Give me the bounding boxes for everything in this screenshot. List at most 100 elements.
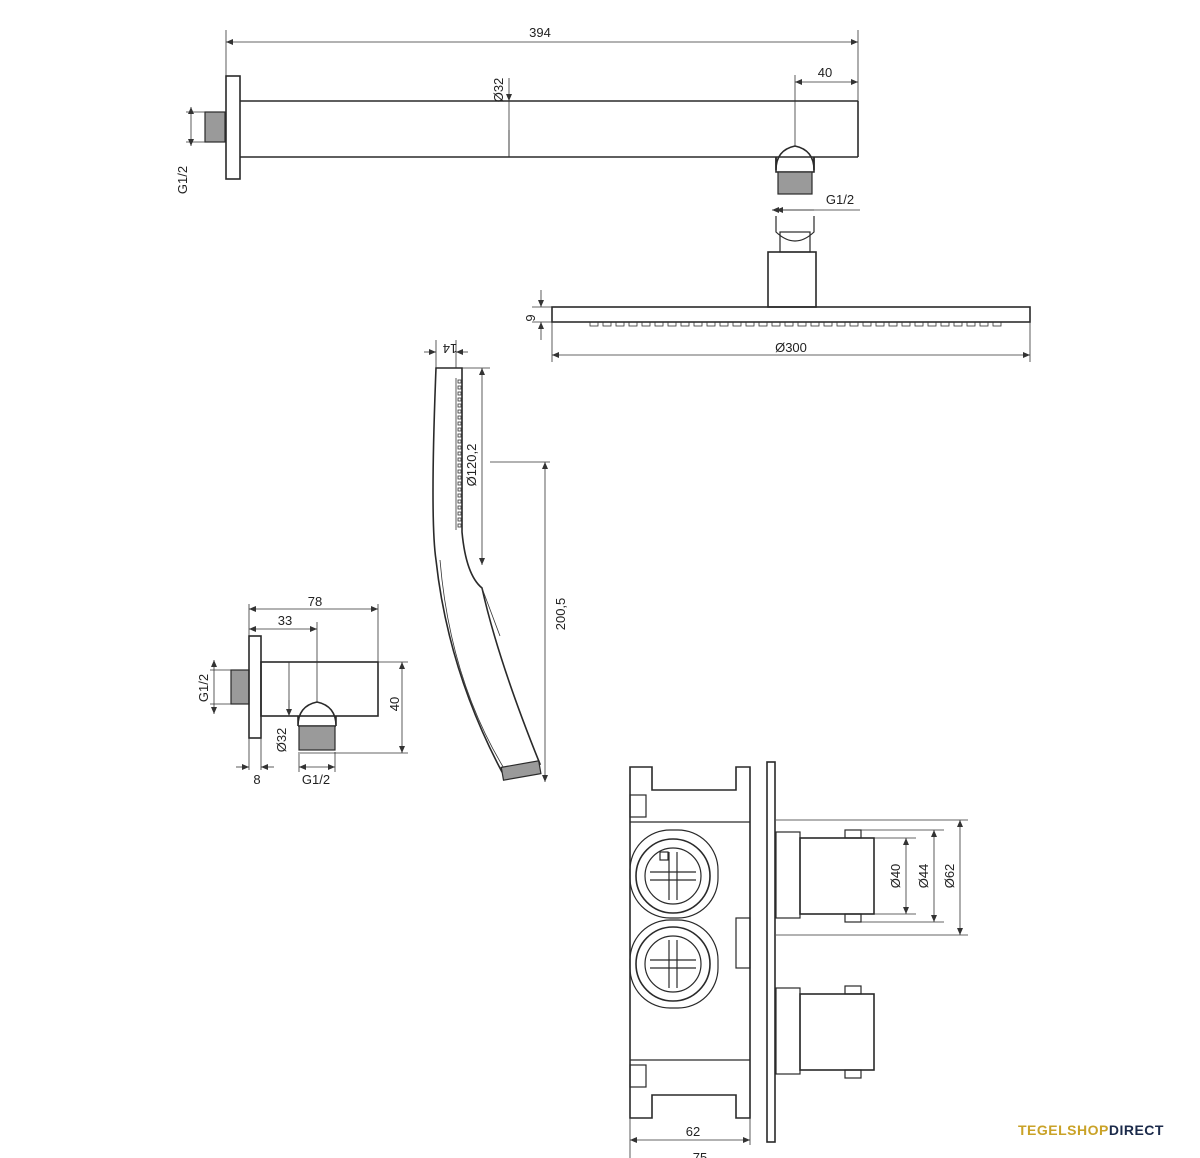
outlet-offset-label: 40: [818, 65, 832, 80]
wall-outlet-inlet-label: G1/2: [196, 674, 211, 702]
nozzle: [836, 321, 846, 327]
hand-shower-head-label: Ø120,2: [464, 444, 479, 487]
hand-nozzle: [457, 511, 462, 516]
upper-port: [629, 829, 719, 919]
arm-length-label: 394: [529, 25, 551, 40]
nozzle: [784, 321, 794, 327]
hand-nozzle: [457, 451, 462, 456]
thermostat-d2-label: Ø44: [916, 864, 931, 889]
hand-nozzle: [457, 493, 462, 498]
dimension-hand-shower-length: 200,5: [490, 461, 568, 782]
dimension-outlet-offset: 40: [794, 65, 858, 146]
nozzle: [940, 321, 950, 327]
dimension-wall-outlet-thread: G1/2: [298, 752, 336, 787]
hand-nozzle: [457, 385, 462, 390]
nozzle: [641, 321, 651, 327]
rain-shower-head: [551, 306, 1031, 327]
dimension-wall-outlet-offset: 33: [249, 613, 318, 702]
dimension-hand-shower-head: Ø120,2: [462, 367, 490, 565]
thermostat-d3-label: Ø62: [942, 864, 957, 889]
dimension-outlet-thread: G1/2: [772, 192, 860, 213]
nozzle: [615, 321, 625, 327]
lower-port: [629, 919, 719, 1009]
dimension-wall-thread: G1/2: [175, 107, 205, 194]
rain-head-thickness-label: 9: [523, 314, 538, 321]
dimension-thermostat-depth: 62 75: [629, 1118, 751, 1158]
nozzle: [706, 321, 716, 327]
hand-nozzle: [457, 487, 462, 492]
nozzle: [602, 321, 612, 327]
nozzle: [862, 321, 872, 327]
hand-nozzle: [457, 499, 462, 504]
dimension-wall-outlet-diameter: Ø32: [274, 662, 292, 753]
brand-part1: TEGELSHOP: [1018, 1122, 1109, 1138]
nozzle: [680, 321, 690, 327]
hand-nozzle: [457, 481, 462, 486]
hand-nozzle: [457, 475, 462, 480]
wall-outlet-thread-label: G1/2: [302, 772, 330, 787]
nozzle: [654, 321, 664, 327]
nozzle: [628, 321, 638, 327]
hand-nozzle: [457, 439, 462, 444]
hand-nozzle: [457, 505, 462, 510]
nozzle: [719, 321, 729, 327]
wall-outlet-diameter-label: Ø32: [274, 728, 289, 753]
hand-nozzle: [457, 403, 462, 408]
dimension-wall-outlet-height: 40: [300, 661, 408, 754]
wall-outlet-offset-label: 33: [278, 613, 292, 628]
nozzle: [888, 321, 898, 327]
hand-nozzle: [457, 517, 462, 522]
arm-diameter-label: Ø32: [491, 78, 506, 103]
wall-outlet-height-label: 40: [387, 697, 402, 711]
nozzle: [589, 321, 599, 327]
nozzle: [875, 321, 885, 327]
nozzle: [901, 321, 911, 327]
hand-nozzle: [457, 463, 462, 468]
hand-nozzle: [457, 409, 462, 414]
nozzle: [810, 321, 820, 327]
wall-thread-label: G1/2: [175, 166, 190, 194]
dimension-wall-outlet-length: 78: [248, 594, 379, 662]
hand-nozzle: [457, 523, 462, 528]
hand-shower: [432, 367, 542, 781]
dimension-rain-head-diameter: Ø300: [551, 322, 1031, 362]
dimension-thermostat-diameters: Ø40 Ø44 Ø62: [776, 819, 968, 936]
hand-nozzle: [457, 469, 462, 474]
nozzle: [823, 321, 833, 327]
shower-arm: [204, 75, 859, 308]
nozzle: [992, 321, 1002, 327]
rain-head-diameter-label: Ø300: [775, 340, 807, 355]
hand-nozzle: [457, 397, 462, 402]
nozzle: [667, 321, 677, 327]
thermostat-depth-inner-label: 62: [686, 1124, 700, 1139]
dimension-wall-outlet-inlet: G1/2: [196, 660, 231, 714]
nozzle: [849, 321, 859, 327]
nozzle: [953, 321, 963, 327]
hand-nozzle: [457, 427, 462, 432]
wall-outlet-length-label: 78: [308, 594, 322, 609]
hand-nozzle: [457, 421, 462, 426]
brand-logo: TEGELSHOPDIRECT: [1018, 1122, 1164, 1138]
dimension-rain-head-thickness: 9: [523, 290, 552, 340]
dimension-arm-diameter: Ø32: [491, 78, 512, 157]
nozzle: [927, 321, 937, 327]
wall-outlet: [230, 635, 379, 751]
hand-nozzle: [457, 457, 462, 462]
wall-outlet-flange-label: 8: [253, 772, 260, 787]
hand-nozzle: [457, 445, 462, 450]
thermostat-box: [629, 761, 875, 1143]
nozzle: [966, 321, 976, 327]
hand-shower-length-label: 200,5: [553, 598, 568, 631]
dimension-arm-length: 394: [225, 25, 859, 101]
hand-nozzle: [457, 415, 462, 420]
thermostat-depth-outer-label: 75: [693, 1150, 707, 1158]
nozzle: [979, 321, 989, 327]
hand-nozzle: [457, 433, 462, 438]
hand-nozzle: [457, 391, 462, 396]
nozzle: [745, 321, 755, 327]
thermostat-d1-label: Ø40: [888, 864, 903, 889]
nozzle: [732, 321, 742, 327]
nozzle: [914, 321, 924, 327]
nozzle: [758, 321, 768, 327]
